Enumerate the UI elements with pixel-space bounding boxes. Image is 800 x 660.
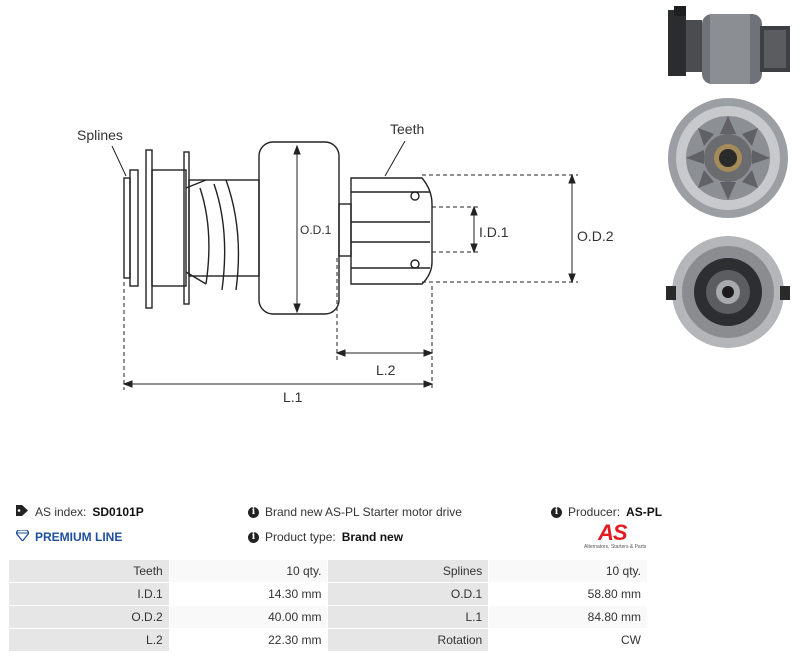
tag-icon [16, 505, 29, 519]
spec-label: Splines [327, 559, 490, 583]
teeth-leader [384, 140, 406, 177]
spec-label: L.1 [327, 605, 490, 629]
logo-tagline: Alternators, Starters & Parts [584, 544, 647, 550]
description: i Brand new AS-PL Starter motor drive [248, 505, 462, 519]
spec-value: 14.30 mm [168, 582, 329, 606]
description-text: Brand new AS-PL Starter motor drive [265, 505, 462, 519]
spec-value: 40.00 mm [168, 605, 329, 629]
splines-end [123, 177, 131, 279]
as-index-label: AS index: [35, 505, 87, 519]
technical-drawing: Splines Teeth O.D.1 I.D.1 O.D.2 L.2 L.1 [77, 121, 614, 405]
pinion [350, 177, 433, 285]
diamond-icon [15, 529, 30, 544]
producer-value: AS-PL [626, 505, 663, 519]
premium-line: PREMIUM LINE [15, 529, 123, 544]
as-pl-logo: AS Alternators, Starters & Parts [584, 520, 648, 552]
product-photo-front [662, 94, 794, 222]
spec-value: 22.30 mm [168, 628, 329, 652]
table-row: Teeth 10 qty. Splines 10 qty. [8, 559, 648, 583]
spline-flange [129, 169, 139, 287]
info-icon: i [551, 506, 562, 518]
spec-label: O.D.1 [327, 582, 490, 606]
product-photo-side [660, 4, 794, 90]
spec-label: I.D.1 [8, 582, 170, 606]
premium-line-label: PREMIUM LINE [35, 530, 123, 544]
spec-label: Rotation [327, 628, 490, 652]
spec-label: L.2 [8, 628, 170, 652]
as-index-value: SD0101P [92, 505, 144, 519]
producer: i Producer: AS-PL [551, 505, 662, 519]
logo-mark: AS [598, 520, 628, 545]
splines-leader [111, 145, 127, 177]
product-type: i Product type: Brand new [248, 530, 403, 544]
spec-value: 58.80 mm [488, 582, 648, 606]
table-row: I.D.1 14.30 mm O.D.1 58.80 mm [8, 582, 648, 606]
spec-label: Teeth [8, 559, 170, 583]
producer-label: Producer: [568, 505, 621, 519]
table-row: O.D.2 40.00 mm L.1 84.80 mm [8, 605, 648, 629]
specs-table: Teeth 10 qty. Splines 10 qty. I.D.1 14.3… [8, 559, 648, 652]
spec-value: 84.80 mm [488, 605, 648, 629]
spec-value: 10 qty. [168, 559, 329, 583]
teeth-label: Teeth [390, 121, 424, 137]
od1-label: O.D.1 [300, 223, 332, 237]
product-photo-rear [662, 232, 794, 354]
spec-label: O.D.2 [8, 605, 170, 629]
splines-label: Splines [77, 127, 123, 143]
info-icon: i [248, 531, 259, 543]
spring-coils [185, 179, 240, 291]
table-row: L.2 22.30 mm Rotation CW [8, 628, 648, 652]
l2-label: L.2 [376, 362, 396, 378]
od2-label: O.D.2 [577, 228, 614, 244]
as-index: AS index: SD0101P [16, 505, 144, 519]
rear-plate [145, 149, 153, 309]
l1-label: L.1 [283, 389, 303, 405]
spec-value: 10 qty. [488, 559, 648, 583]
product-type-label: Product type: [265, 530, 336, 544]
product-type-value: Brand new [341, 530, 404, 544]
rear-collar [151, 169, 187, 287]
spec-value: CW [488, 628, 648, 652]
id1-label: I.D.1 [479, 224, 509, 240]
info-icon: i [248, 506, 259, 518]
shaft [338, 203, 352, 257]
